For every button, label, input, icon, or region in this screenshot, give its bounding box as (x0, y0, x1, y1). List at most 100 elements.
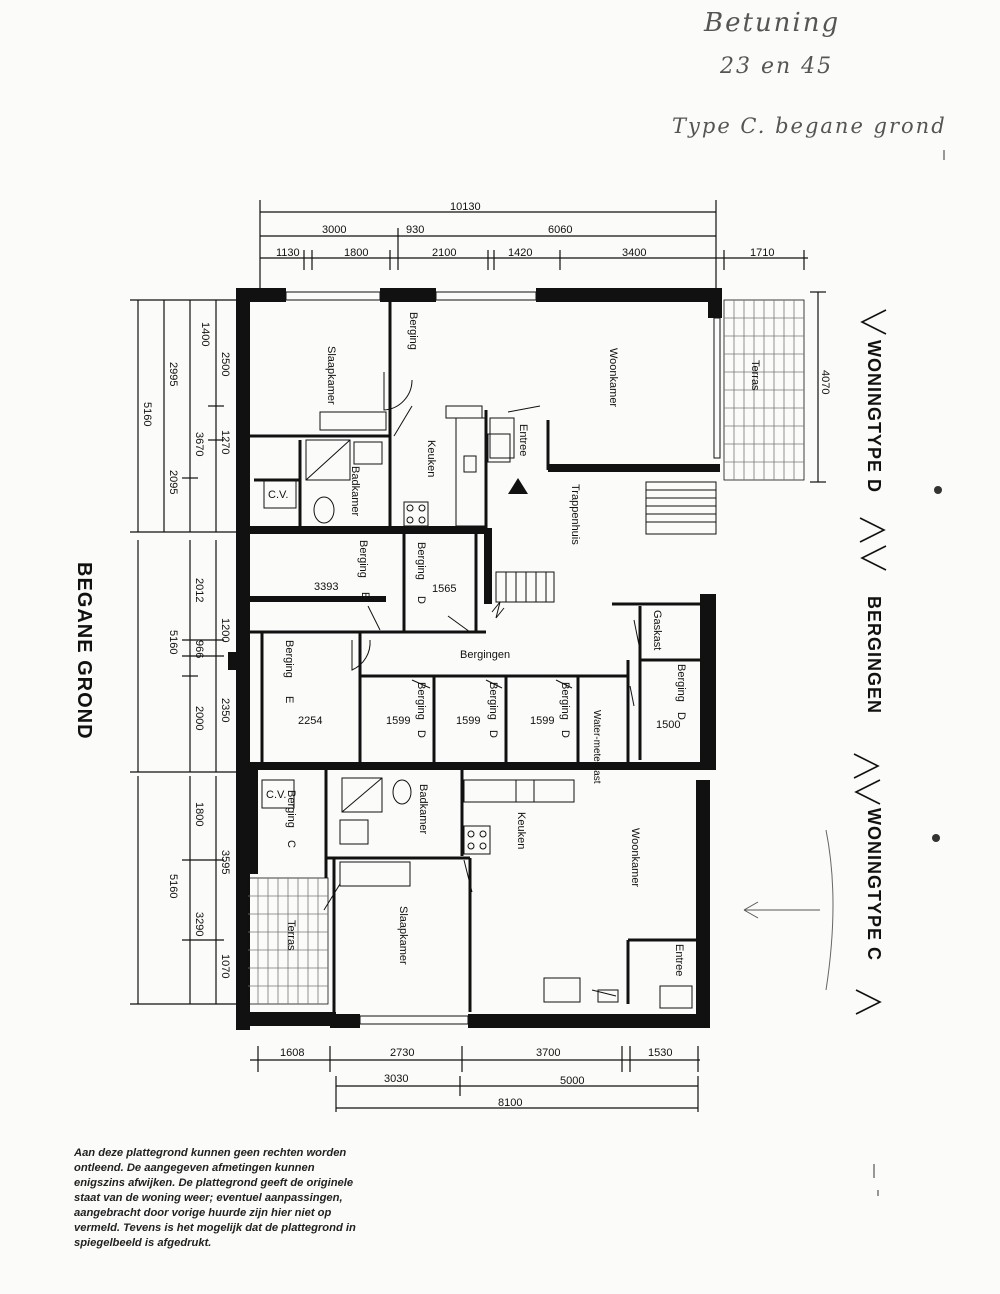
room-berging-d3-letter: D (559, 730, 571, 738)
dim-top-d3: 6060 (548, 224, 572, 236)
dim-left-a5: 3670 (193, 432, 205, 456)
room-woonkamer-bottom: Woonkamer (629, 828, 641, 887)
room-berging-d4: Berging (675, 664, 687, 702)
room-cv-bottom: C.V. (266, 789, 286, 801)
dim-bottom-b6: 5000 (560, 1075, 584, 1087)
room-berging-d3: Berging (559, 682, 571, 720)
room-berging-d4-letter: D (675, 712, 687, 720)
dim-left-b6: 2000 (193, 706, 205, 730)
exterior-walls (228, 288, 722, 1030)
room-trappenhuis: Trappenhuis (569, 484, 581, 545)
dim-left-b5: 2350 (219, 698, 231, 722)
room-berging-e-mid-letter: E (283, 696, 295, 703)
room-berging-c: Berging (285, 790, 297, 828)
room-berging-d2-letter: D (487, 730, 499, 738)
room-keuken-top: Keuken (425, 440, 437, 477)
dim-left-b3: 966 (193, 640, 205, 658)
dim-top-overall: 10130 (450, 201, 481, 213)
room-badkamer-bottom: Badkamer (417, 784, 429, 834)
dim-top-s2: 1800 (344, 247, 368, 259)
room-berging-d1: Berging (415, 682, 427, 720)
room-berging-d3-area: 1599 (530, 715, 554, 727)
room-berging-e-top-letter: E (359, 592, 371, 599)
handwritten-note-title: Betuning (704, 8, 841, 38)
dim-left-c5: 1070 (219, 954, 231, 978)
room-berging-d1-area: 1599 (386, 715, 410, 727)
dim-top-s6: 1710 (750, 247, 774, 259)
room-berging-d1-letter: D (415, 730, 427, 738)
dim-top-s1: 1130 (276, 247, 300, 259)
dim-right-terras: 4070 (819, 370, 831, 394)
room-berging-d4-area: 1500 (656, 719, 680, 731)
left-dimension-lines (130, 299, 238, 1005)
room-berging-e-mid: Berging (283, 640, 295, 678)
north-arrow-icon (508, 478, 528, 494)
top-dimension-lines (259, 200, 808, 296)
room-cv-top: C.V. (268, 489, 288, 501)
dim-left-b1: 2012 (193, 578, 205, 602)
bottom-dimension-lines (250, 1046, 700, 1112)
room-bergingen: Bergingen (460, 649, 510, 661)
room-terras-top: Terras (749, 360, 761, 391)
ink-spot (932, 834, 940, 842)
dim-top-s3: 2100 (432, 247, 456, 259)
room-woonkamer-top: Woonkamer (607, 348, 619, 407)
arrow-left-icon (743, 901, 820, 919)
dim-left-b4: 5160 (167, 630, 179, 654)
room-berging-c-letter: C (285, 840, 297, 848)
windows (285, 291, 721, 1025)
room-badkamer-top: Badkamer (349, 466, 361, 516)
door-swings (323, 372, 641, 997)
room-gaskast: Gaskast (651, 610, 663, 650)
dim-left-c1: 1800 (193, 802, 205, 826)
cv-box-bottom (261, 779, 295, 809)
ink-spot (934, 486, 942, 494)
dim-top-d1: 3000 (322, 224, 346, 236)
hand-drawn-curve (825, 829, 834, 991)
dim-top-s5: 3400 (622, 247, 646, 259)
room-entree-top: Entree (517, 424, 529, 456)
room-keuken-bottom: Keuken (515, 812, 527, 849)
dim-left-b2: 1200 (219, 618, 231, 642)
room-berging-d-top: Berging (415, 542, 427, 580)
room-berging-e-top: Berging (357, 540, 369, 578)
room-berging-top: Berging (407, 312, 419, 350)
dim-left-c2: 3595 (219, 850, 231, 874)
disclaimer-text: Aan deze plattegrond kunnen geen rechten… (74, 1147, 356, 1249)
dim-left-a2: 2500 (219, 352, 231, 376)
dim-top-d2: 930 (406, 224, 424, 236)
dim-bottom-b3: 3700 (536, 1047, 560, 1059)
fixtures (305, 405, 693, 1009)
staircase (495, 481, 717, 603)
room-berging-d-top-letter: D (415, 596, 427, 604)
dim-left-a1: 1400 (199, 322, 211, 346)
handwritten-note-numbers: 23 en 45 (720, 54, 834, 79)
room-terras-bottom: Terras (285, 920, 297, 951)
dim-left-c4: 3290 (193, 912, 205, 936)
dim-left-a6: 1270 (219, 430, 231, 454)
room-berging-e-top-area: 3393 (314, 581, 338, 593)
dim-left-a7: 2095 (167, 470, 179, 494)
dim-bottom-b4: 1530 (648, 1047, 672, 1059)
dim-bottom-b2: 2730 (390, 1047, 414, 1059)
room-slaapkamer-bottom: Slaapkamer (397, 906, 409, 965)
dim-left-a4: 5160 (141, 402, 153, 426)
room-watermeterkast: Water-meterkast (591, 710, 602, 784)
right-dimension-lines (810, 291, 826, 483)
dim-bottom-b1: 1608 (280, 1047, 304, 1059)
room-berging-e-mid-area: 2254 (298, 715, 322, 727)
electric-meter-icon (491, 601, 505, 619)
cv-box-top (263, 479, 297, 509)
dim-bottom-overall: 8100 (498, 1097, 522, 1109)
right-brackets (853, 309, 887, 1015)
room-berging-d2: Berging (487, 682, 499, 720)
terrace-bottom (247, 877, 329, 1005)
room-slaapkamer-top: Slaapkamer (325, 346, 337, 405)
dim-top-s4: 1420 (508, 247, 532, 259)
terrace-top (723, 299, 805, 481)
dim-left-c3: 5160 (167, 874, 179, 898)
room-berging-d2-area: 1599 (456, 715, 480, 727)
room-entree-bottom: Entree (673, 944, 685, 976)
dim-bottom-b5: 3030 (384, 1073, 408, 1085)
